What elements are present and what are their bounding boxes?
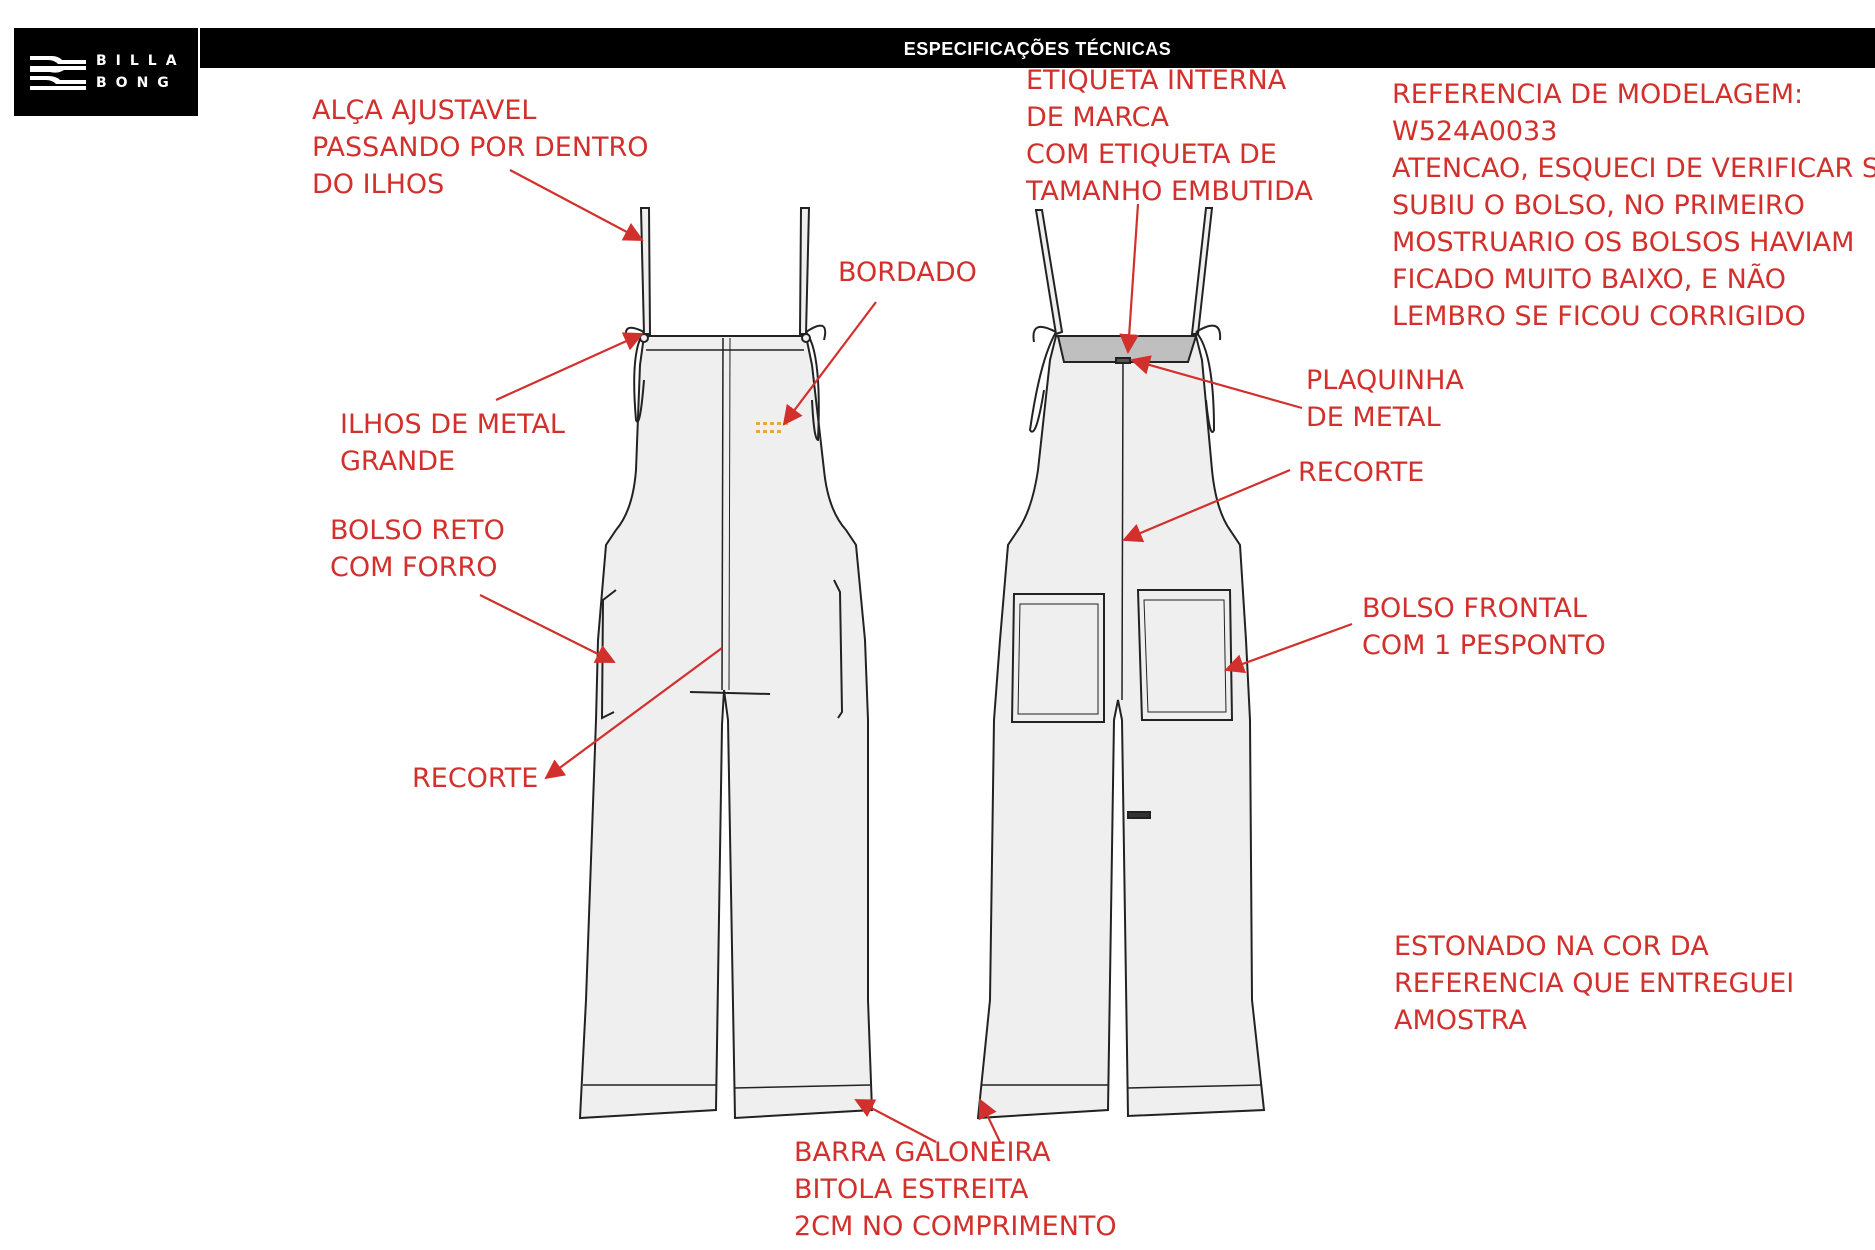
back-metal-plate bbox=[1115, 357, 1131, 364]
front-center-seam-2 bbox=[728, 337, 731, 691]
back-center-seam bbox=[1121, 359, 1124, 701]
note-seam-front: RECORTE bbox=[412, 760, 538, 797]
front-view-garment bbox=[578, 207, 874, 1120]
header-bar: ESPECIFICAÇÕES TÉCNICAS bbox=[200, 28, 1875, 68]
back-pocket-right bbox=[1136, 589, 1234, 721]
note-reference-line: FICADO MUITO BAIXO, E NÃO bbox=[1392, 264, 1787, 295]
note-pocket-front-line: COM 1 PESPONTO bbox=[1362, 630, 1606, 661]
arrow-strap bbox=[509, 169, 644, 241]
note-strap: ALÇA AJUSTAVEL PASSANDO POR DENTRO DO IL… bbox=[312, 92, 649, 203]
note-wash-line: REFERENCIA QUE ENTREGUEI bbox=[1394, 968, 1795, 999]
note-seam-back-line: RECORTE bbox=[1298, 457, 1425, 488]
note-label-line: DE MARCA bbox=[1026, 102, 1169, 133]
front-center-seam bbox=[721, 337, 724, 691]
note-hem-line: BARRA GALONEIRA bbox=[794, 1137, 1051, 1168]
arrow-eyelet bbox=[495, 332, 644, 402]
note-hem-line: BITOLA ESTREITA bbox=[794, 1174, 1029, 1205]
note-label-line: COM ETIQUETA DE bbox=[1026, 139, 1277, 170]
note-embroidery: BORDADO bbox=[838, 254, 977, 291]
note-reference: REFERENCIA DE MODELAGEM: W524A0033 ATENC… bbox=[1392, 76, 1875, 335]
arrow-label bbox=[1119, 203, 1140, 354]
front-waist-detail bbox=[689, 691, 771, 695]
note-label-line: ETIQUETA INTERNA bbox=[1026, 65, 1287, 96]
front-overall-body bbox=[578, 335, 874, 1120]
back-strap-right bbox=[1190, 207, 1214, 335]
back-view-garment bbox=[976, 207, 1266, 1120]
note-pocket-straight-line: COM FORRO bbox=[330, 552, 498, 583]
note-plate: PLAQUINHA DE METAL bbox=[1306, 362, 1464, 436]
wave-logo-icon bbox=[30, 56, 86, 90]
note-pocket-front-line: BOLSO FRONTAL bbox=[1362, 593, 1587, 624]
note-reference-line: SUBIU O BOLSO, NO PRIMEIRO bbox=[1392, 190, 1805, 221]
note-reference-line: REFERENCIA DE MODELAGEM: bbox=[1392, 79, 1804, 110]
arrow-hem-left bbox=[854, 1099, 937, 1143]
arrow-plate bbox=[1130, 355, 1303, 410]
note-wash-line: ESTONADO NA COR DA bbox=[1394, 931, 1709, 962]
back-strap-left bbox=[1034, 209, 1064, 336]
back-tie-left bbox=[1028, 325, 1057, 433]
back-tie-right bbox=[1195, 324, 1222, 433]
brand-wordmark: BILLA BONG bbox=[96, 50, 186, 94]
arrow-embroidery bbox=[782, 301, 877, 426]
note-wash: ESTONADO NA COR DA REFERENCIA QUE ENTREG… bbox=[1394, 928, 1794, 1039]
note-reference-line: LEMBRO SE FICOU CORRIGIDO bbox=[1392, 301, 1806, 332]
arrow-hem-right bbox=[978, 1098, 1001, 1143]
front-eyelet-right bbox=[801, 333, 811, 343]
note-strap-line: DO ILHOS bbox=[312, 169, 445, 200]
brand-logo: BILLA BONG bbox=[14, 28, 198, 116]
back-inner-label bbox=[1127, 811, 1151, 819]
back-overall-body bbox=[976, 335, 1266, 1120]
note-embroidery-line: BORDADO bbox=[838, 257, 977, 288]
annotation-arrows bbox=[479, 169, 1353, 1143]
note-reference-line: MOSTRUARIO OS BOLSOS HAVIAM bbox=[1392, 227, 1855, 258]
note-eyelet: ILHOS DE METAL GRANDE bbox=[340, 406, 565, 480]
note-label: ETIQUETA INTERNA DE MARCA COM ETIQUETA D… bbox=[1026, 62, 1313, 210]
note-reference-line: W524A0033 bbox=[1392, 116, 1558, 147]
note-hem-line: 2CM NO COMPRIMENTO bbox=[794, 1211, 1117, 1242]
back-pocket-left bbox=[1010, 593, 1105, 723]
front-strap-left bbox=[639, 207, 652, 335]
note-plate-line: DE METAL bbox=[1306, 402, 1441, 433]
note-strap-line: PASSANDO POR DENTRO bbox=[312, 132, 649, 163]
front-side-pocket-right bbox=[833, 579, 844, 719]
front-strap-right bbox=[798, 207, 811, 335]
note-label-line: TAMANHO EMBUTIDA bbox=[1026, 176, 1313, 207]
back-pocket-left-stitch bbox=[1017, 603, 1099, 715]
note-eyelet-line: GRANDE bbox=[340, 446, 456, 477]
page-title: ESPECIFICAÇÕES TÉCNICAS bbox=[903, 39, 1172, 59]
front-hem-right bbox=[733, 1084, 871, 1089]
brand-line-2: BONG bbox=[96, 75, 178, 91]
arrow-seam-front bbox=[544, 647, 723, 780]
note-pocket-straight-line: BOLSO RETO bbox=[330, 515, 505, 546]
note-strap-line: ALÇA AJUSTAVEL bbox=[312, 95, 537, 126]
note-pocket-front: BOLSO FRONTAL COM 1 PESPONTO bbox=[1362, 590, 1606, 664]
arrow-pocket-straight bbox=[479, 594, 616, 663]
back-pocket-right-stitch bbox=[1143, 599, 1227, 713]
note-seam-back: RECORTE bbox=[1298, 454, 1424, 491]
note-plate-line: PLAQUINHA bbox=[1306, 365, 1464, 396]
note-eyelet-line: ILHOS DE METAL bbox=[340, 409, 565, 440]
note-wash-line: AMOSTRA bbox=[1394, 1005, 1527, 1036]
back-hem-right bbox=[1127, 1084, 1263, 1089]
note-hem: BARRA GALONEIRA BITOLA ESTREITA 2CM NO C… bbox=[794, 1134, 1117, 1245]
note-reference-line: ATENCAO, ESQUECI DE VERIFICAR SE bbox=[1392, 153, 1875, 184]
brand-line-1: BILLA bbox=[96, 53, 186, 69]
arrow-pocket-front bbox=[1224, 622, 1353, 674]
front-tie-right bbox=[805, 324, 827, 442]
note-seam-front-line: RECORTE bbox=[412, 763, 539, 794]
arrow-seam-back bbox=[1122, 468, 1291, 543]
note-pocket-straight: BOLSO RETO COM FORRO bbox=[330, 512, 505, 586]
